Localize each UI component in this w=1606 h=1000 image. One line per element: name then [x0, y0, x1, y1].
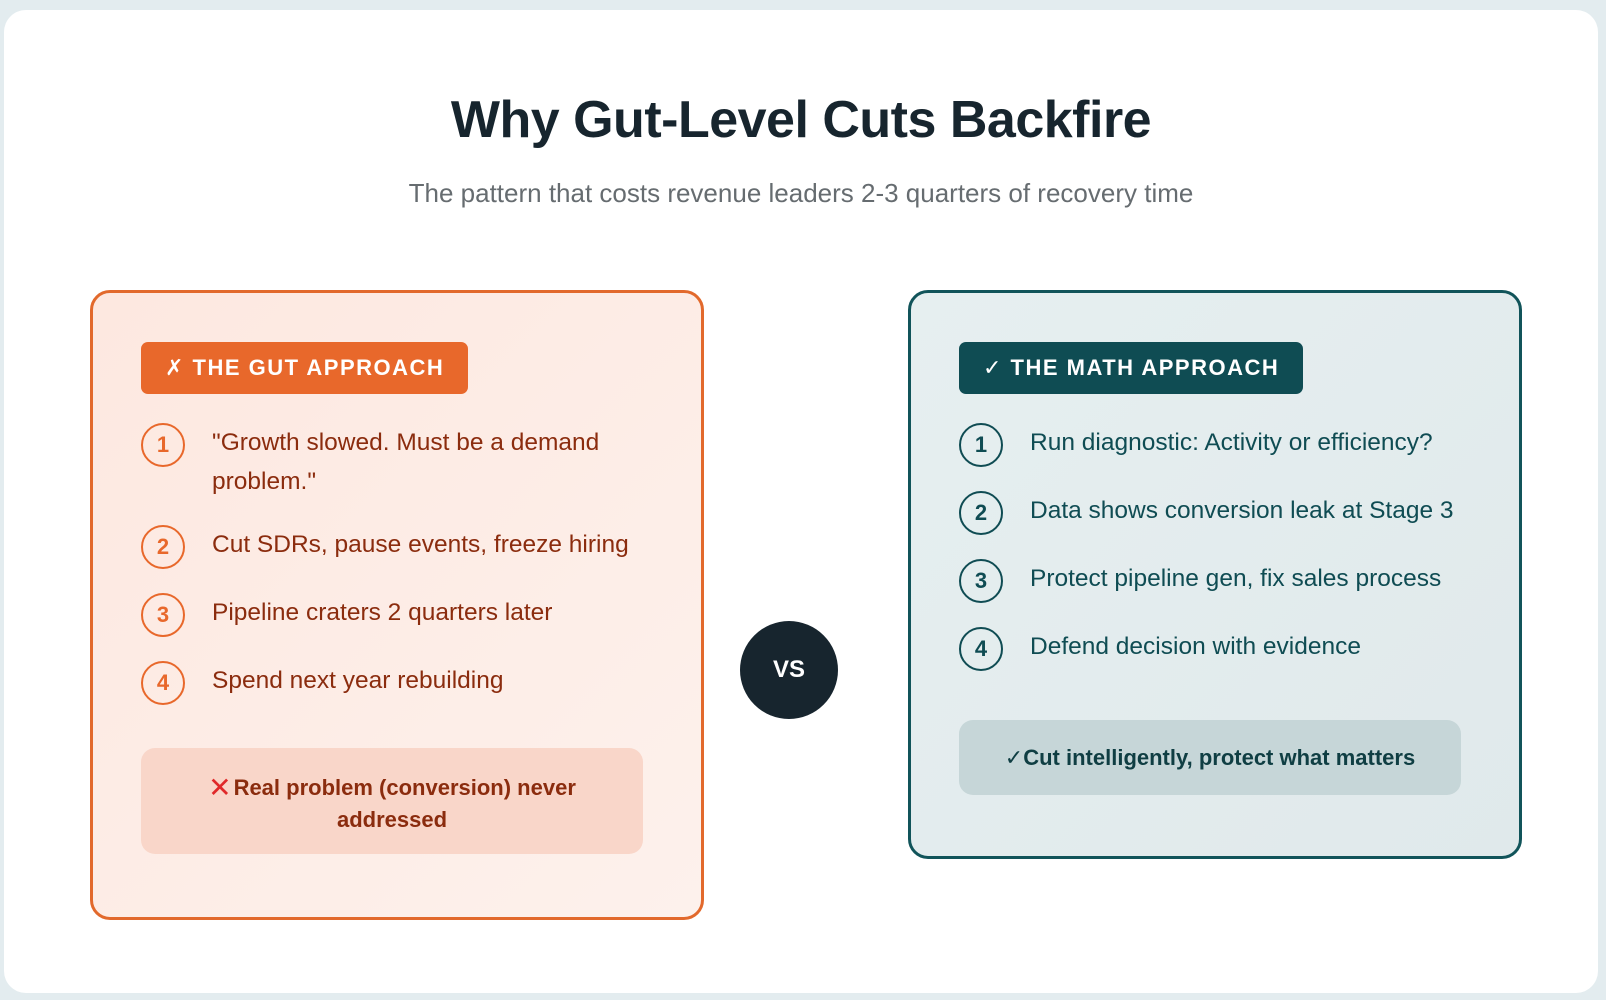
page-subtitle: The pattern that costs revenue leaders 2… [408, 178, 1194, 208]
step-text: Run diagnostic: Activity or efficiency? [1030, 429, 1433, 456]
math-result-text: ✓Cut intelligently, protect what matters [1004, 745, 1416, 770]
step-text: Defend decision with evidence [1030, 633, 1361, 660]
cross-icon: ✕ [208, 772, 232, 803]
gut-approach-badge: ✗ THE GUT APPROACH [141, 342, 469, 394]
gut-step: 1 "Growth slowed. Must be a demand probl… [141, 423, 661, 501]
step-number: 1 [959, 423, 1003, 467]
step-number: 3 [959, 559, 1003, 603]
step-text: "Growth slowed. Must be a demand problem… [212, 429, 600, 495]
step-text: Protect pipeline gen, fix sales process [1030, 565, 1442, 592]
math-approach-badge: ✓ THE MATH APPROACH [959, 342, 1304, 394]
math-result-box: ✓Cut intelligently, protect what matters [959, 720, 1461, 795]
gut-approach-panel: ✗ THE GUT APPROACH 1 "Growth slowed. Mus… [90, 290, 704, 920]
content-card: Why Gut-Level Cuts Backfire The pattern … [4, 10, 1598, 993]
step-text: Spend next year rebuilding [212, 667, 504, 694]
gut-result-box: ✕Real problem (conversion) never address… [141, 748, 643, 854]
math-approach-panel: ✓ THE MATH APPROACH 1 Run diagnostic: Ac… [908, 290, 1522, 859]
gut-steps-list: 1 "Growth slowed. Must be a demand probl… [141, 423, 661, 729]
math-step: 1 Run diagnostic: Activity or efficiency… [959, 423, 1479, 467]
step-text: Data shows conversion leak at Stage 3 [1030, 497, 1454, 524]
step-number: 1 [141, 423, 185, 467]
step-number: 4 [959, 627, 1003, 671]
step-text: Cut SDRs, pause events, freeze hiring [212, 531, 629, 558]
gut-step: 2 Cut SDRs, pause events, freeze hiring [141, 525, 661, 569]
math-step: 3 Protect pipeline gen, fix sales proces… [959, 559, 1479, 603]
math-steps-list: 1 Run diagnostic: Activity or efficiency… [959, 423, 1479, 695]
step-number: 4 [141, 661, 185, 705]
step-number: 2 [141, 525, 185, 569]
gut-result-text: Real problem (conversion) never addresse… [233, 775, 576, 832]
gut-step: 4 Spend next year rebuilding [141, 661, 661, 705]
math-step: 4 Defend decision with evidence [959, 627, 1479, 671]
step-number: 3 [141, 593, 185, 637]
page-title: Why Gut-Level Cuts Backfire [450, 91, 1152, 149]
step-number: 2 [959, 491, 1003, 535]
step-text: Pipeline craters 2 quarters later [212, 599, 553, 626]
math-step: 2 Data shows conversion leak at Stage 3 [959, 491, 1479, 535]
vs-circle: VS [740, 621, 838, 719]
gut-step: 3 Pipeline craters 2 quarters later [141, 593, 661, 637]
